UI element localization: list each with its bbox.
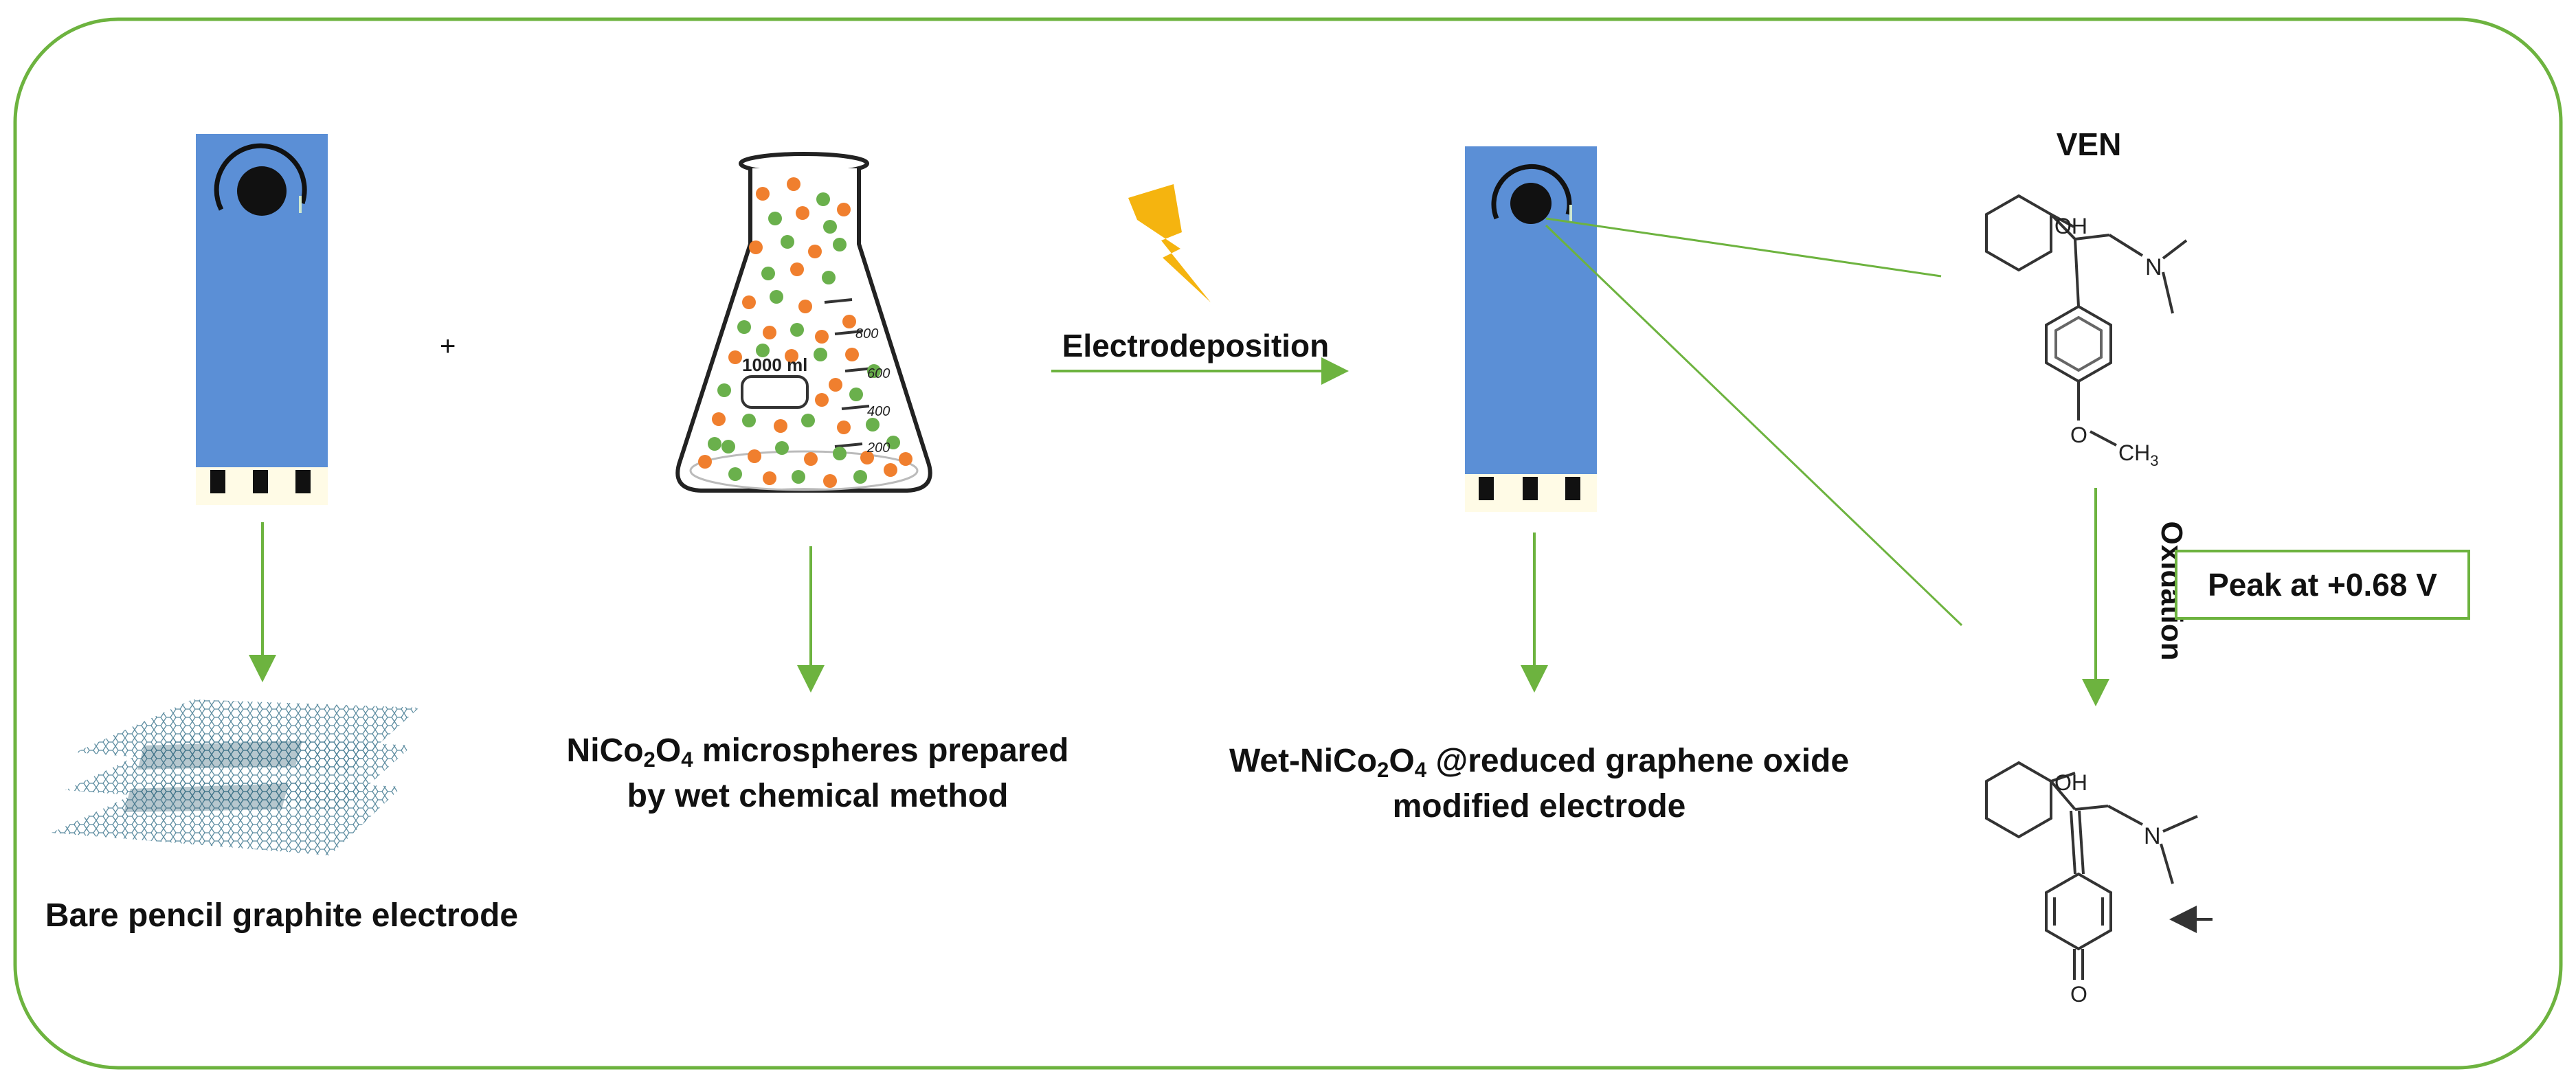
orange-particle (837, 421, 851, 434)
green-particle (801, 414, 815, 427)
green-particle (742, 414, 756, 427)
green-particle (849, 388, 863, 401)
orange-particle (728, 350, 742, 364)
orange-particle (823, 474, 837, 488)
green-particle (781, 235, 794, 249)
flask-tick-800: 800 (855, 326, 878, 341)
orange-particle (763, 326, 776, 339)
green-particle (816, 192, 830, 206)
oxidized-molecule (1985, 761, 2198, 980)
orange-particle (884, 463, 897, 477)
peak-potential-label: Peak at +0.68 V (2208, 567, 2437, 603)
label-bare-electrode: Bare pencil graphite electrode (45, 897, 519, 934)
bare-electrode (196, 134, 328, 505)
flask-tick-600: 600 (867, 366, 890, 381)
product-n: N (2144, 823, 2161, 849)
plus-sign: + (440, 331, 456, 361)
green-particle (790, 323, 804, 337)
orange-particle (899, 452, 912, 466)
green-particle (833, 447, 847, 460)
orange-particle (815, 393, 829, 407)
ven-o: O (2070, 423, 2087, 447)
green-particle (853, 470, 867, 484)
green-particle (866, 418, 880, 432)
orange-particle (698, 455, 712, 469)
orange-particle (837, 203, 851, 216)
orange-particle (756, 187, 770, 201)
label-nico-microspheres: NiCo2O4 microspheres prepared by wet che… (522, 728, 1113, 819)
orange-particle (829, 378, 842, 392)
orange-particle (742, 295, 756, 309)
flask-tick-400: 400 (867, 404, 890, 419)
orange-particle (787, 177, 800, 191)
ven-n: N (2145, 254, 2162, 280)
label-nico-line1: NiCo2O4 microspheres prepared (566, 732, 1069, 772)
lightning-bolt-icon (1128, 184, 1211, 302)
orange-particle (842, 315, 856, 328)
label-modified-line1: Wet-NiCo2O4 @reduced graphene oxide (1229, 743, 1850, 782)
orange-particle (790, 262, 804, 276)
orange-particle (712, 412, 726, 426)
zoom-line-bottom (1545, 224, 1963, 627)
peak-potential-box: Peak at +0.68 V (2175, 550, 2470, 620)
orange-particle (798, 300, 812, 313)
green-particle (708, 437, 721, 451)
orange-particle (860, 451, 874, 464)
green-particle (867, 364, 881, 378)
green-particle (768, 212, 782, 225)
green-particle (756, 344, 770, 357)
zoom-line-top (1545, 217, 1942, 278)
ven-oh: OH (2054, 214, 2087, 238)
green-particle (886, 436, 900, 449)
label-ven: VEN (2056, 126, 2122, 162)
green-particle (717, 383, 731, 397)
green-particle (761, 267, 775, 280)
product-o: O (2070, 982, 2087, 1007)
orange-particle (748, 449, 761, 463)
ven-molecule (1985, 194, 2188, 447)
orange-particle (804, 452, 818, 466)
orange-particle (774, 419, 787, 433)
green-particle (721, 440, 735, 453)
outer-frame (13, 17, 2563, 1070)
erlenmeyer-flask-icon (675, 152, 932, 493)
modified-electrode (1465, 146, 1597, 512)
green-particle (823, 220, 837, 234)
label-nico-line2: by wet chemical method (627, 778, 1009, 814)
orange-particle (749, 240, 763, 254)
graphene-sheet-icon (52, 699, 419, 855)
green-particle (833, 238, 847, 251)
orange-particle (815, 330, 829, 344)
product-oh: OH (2054, 770, 2087, 795)
label-modified-line2: modified electrode (1392, 788, 1686, 825)
green-particle (728, 467, 742, 481)
orange-particle (845, 348, 859, 361)
flask-tick-200: 200 (866, 440, 890, 456)
orange-particle (796, 206, 809, 220)
green-particle (770, 290, 783, 304)
green-particle (775, 441, 789, 455)
orange-particle (808, 245, 822, 258)
green-particle (822, 271, 836, 284)
green-particle (814, 348, 827, 361)
ven-ch3: CH3 (2118, 440, 2158, 469)
orange-particle (763, 471, 776, 485)
label-modified-electrode: Wet-NiCo2O4 @reduced graphene oxide modi… (1196, 739, 1883, 829)
flask-volume-label: 1000 ml (742, 355, 807, 375)
orange-particle (785, 349, 798, 363)
green-particle (792, 470, 805, 484)
label-electrodeposition: Electrodeposition (1062, 328, 1330, 363)
green-particle (737, 320, 751, 334)
